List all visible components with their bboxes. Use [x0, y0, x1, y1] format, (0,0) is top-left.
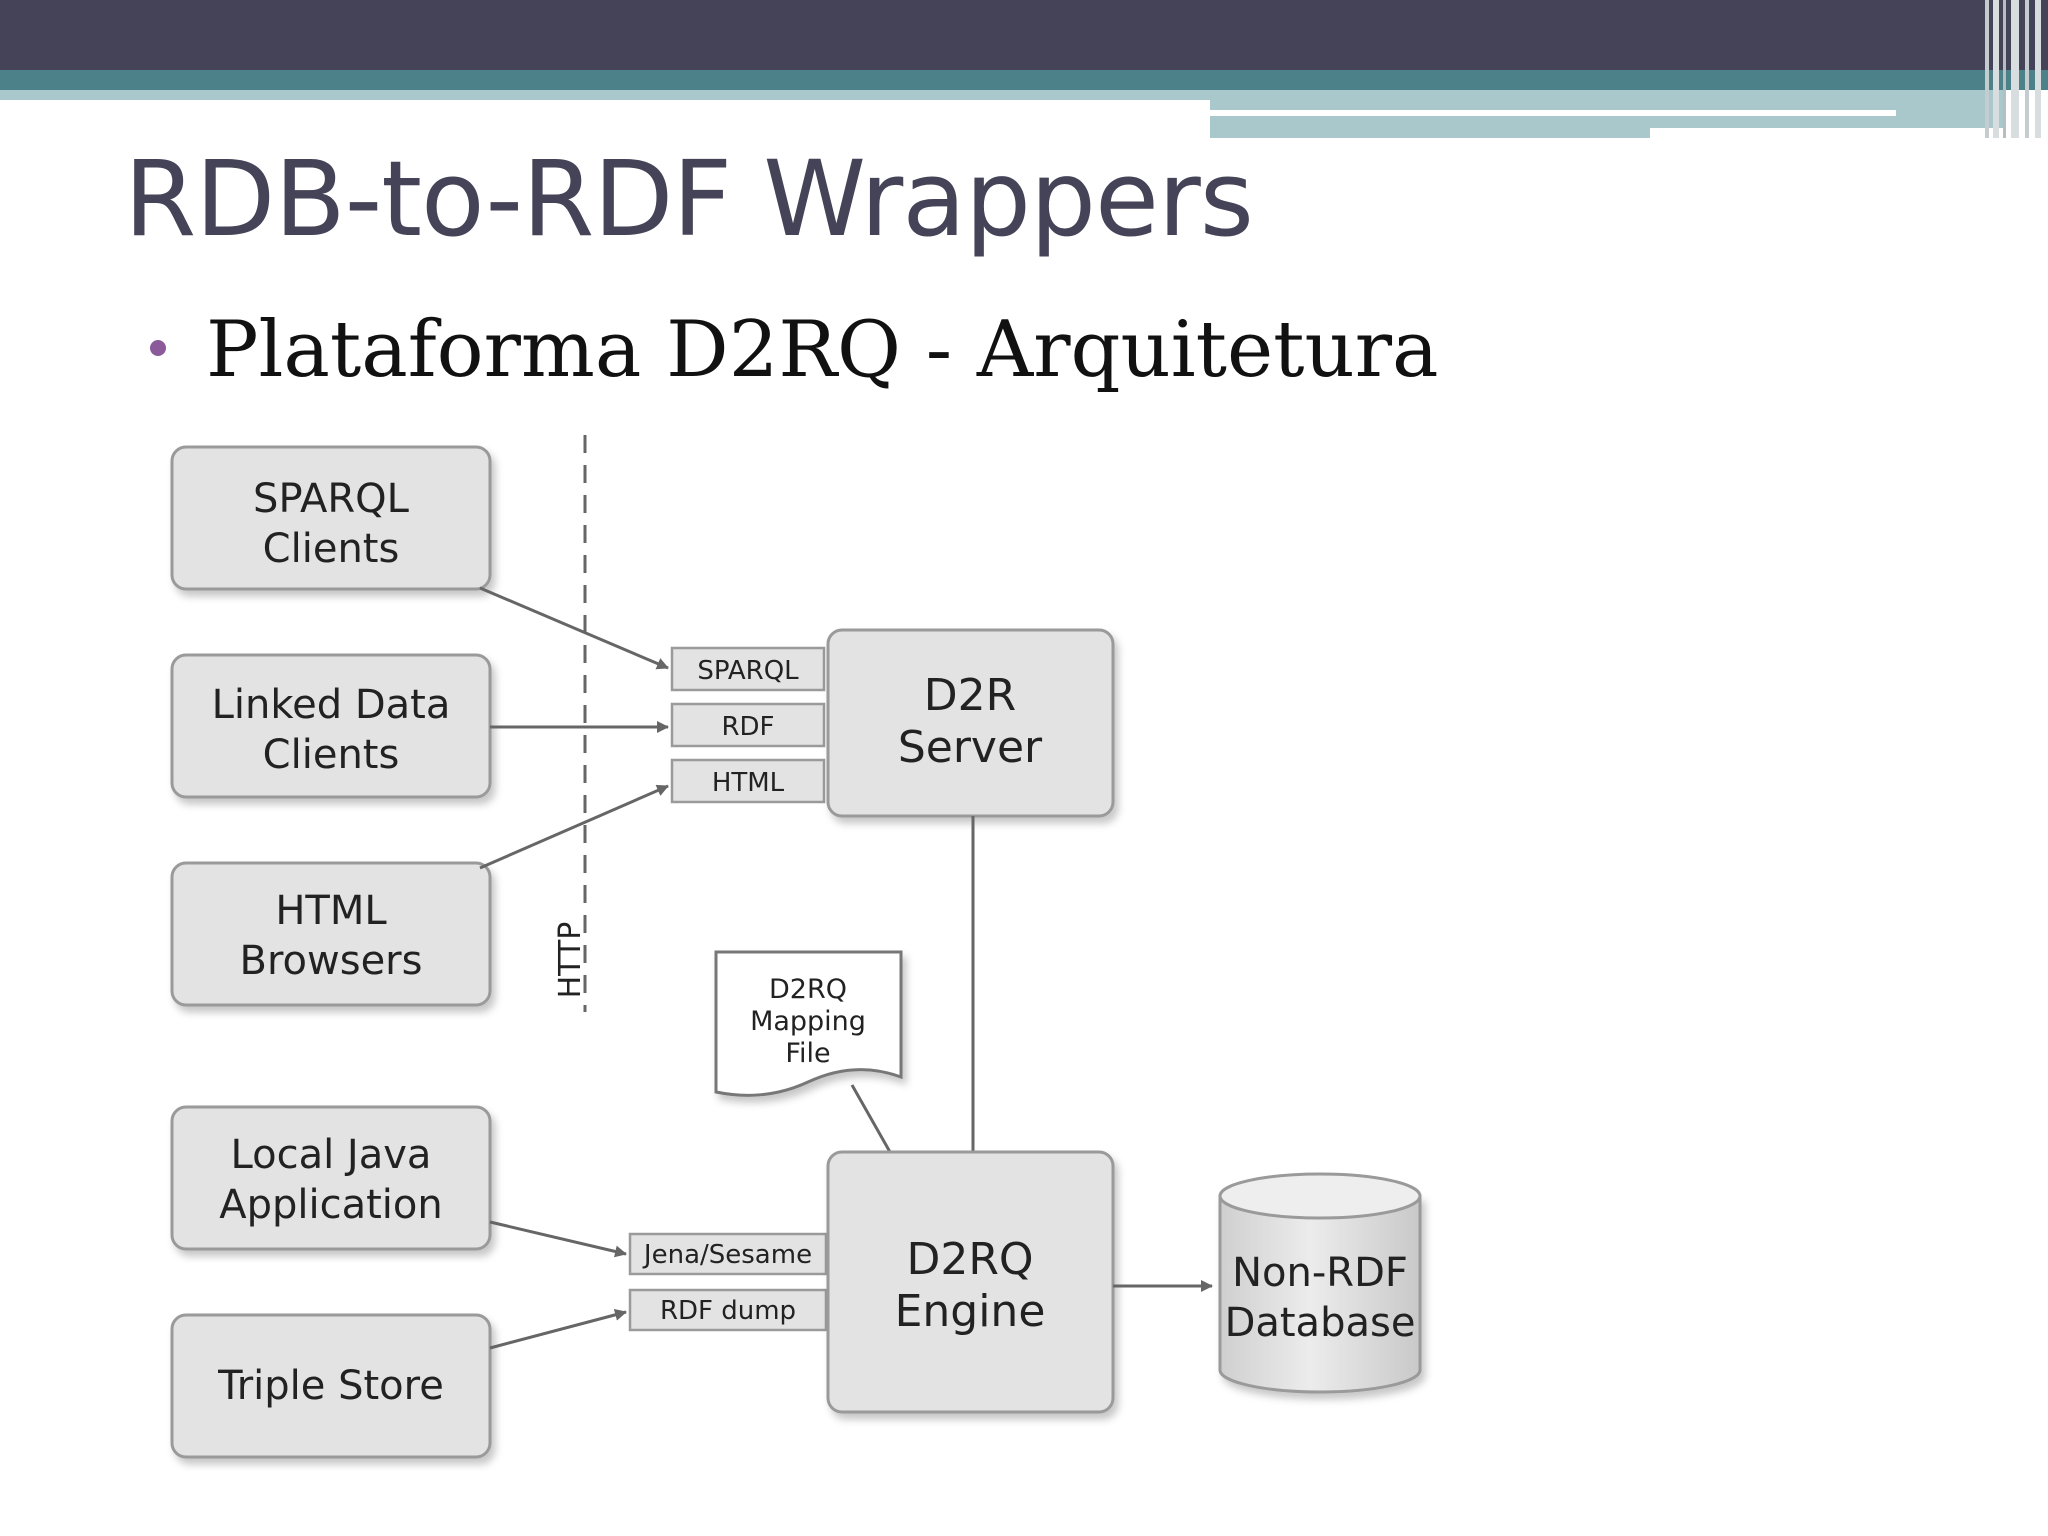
header-tab-line — [1210, 110, 1896, 116]
svg-text:RDF: RDF — [721, 712, 774, 742]
bullet-text: Plataforma D2RQ - Arquitetura — [206, 305, 1439, 395]
client-box-triple-store: Triple Store — [170, 1313, 492, 1459]
client-label-line2: Application — [219, 1182, 443, 1228]
mapping-engine-connector — [850, 1084, 892, 1153]
client-label-line1: HTML — [275, 888, 387, 934]
client-label-line2: Browsers — [240, 938, 423, 984]
engine-label-line1: D2RQ — [906, 1234, 1033, 1285]
http-label: HTTP — [553, 922, 588, 999]
engine-label-line2: Engine — [895, 1286, 1046, 1337]
client-box-html-browsers: HTML Browsers — [170, 861, 492, 1007]
arrow-local-java — [489, 1220, 627, 1258]
client-box-linked-data: Linked Data Clients — [170, 653, 492, 799]
arrow-sparql-clients — [479, 586, 669, 670]
slide-title: RDB-to-RDF Wrappers — [124, 138, 1254, 260]
non-rdf-database-cylinder: Non-RDF Database — [1218, 1172, 1422, 1394]
server-interface-rdf: RDF — [670, 702, 826, 748]
client-box-sparql: SPARQL Clients — [170, 445, 492, 591]
d2r-server-box: D2R Server — [826, 628, 1115, 818]
d2rq-engine-box: D2RQ Engine — [826, 1150, 1115, 1414]
header-light-band — [0, 90, 1210, 100]
mapping-label-line3: File — [785, 1038, 830, 1069]
arrow-triple-store — [489, 1309, 627, 1350]
server-label-line1: D2R — [924, 670, 1016, 721]
database-label-line2: Database — [1225, 1300, 1416, 1346]
server-interface-sparql: SPARQL — [670, 646, 826, 692]
header-dark-bar — [0, 0, 2048, 70]
mapping-label-line2: Mapping — [750, 1006, 866, 1037]
svg-text:SPARQL: SPARQL — [697, 656, 799, 686]
header-tab-notch — [1650, 128, 2005, 142]
client-label-line2: Clients — [263, 732, 400, 778]
mapping-file-document: D2RQ Mapping File — [714, 950, 903, 1097]
bullet-dot — [150, 340, 166, 356]
mapping-label-line1: D2RQ — [769, 974, 847, 1005]
client-label-line1: Linked Data — [212, 682, 451, 728]
client-label-line1: Local Java — [231, 1132, 432, 1178]
header-right-stripes — [1985, 0, 2048, 138]
header-teal-band — [0, 70, 2048, 90]
client-label-line2: Clients — [263, 526, 400, 572]
svg-text:Jena/Sesame: Jena/Sesame — [642, 1240, 812, 1270]
engine-interface-jena-sesame: Jena/Sesame — [628, 1232, 828, 1276]
server-interface-html: HTML — [670, 758, 826, 804]
client-label-line1: SPARQL — [253, 476, 410, 522]
server-label-line2: Server — [898, 722, 1043, 773]
svg-text:RDF dump: RDF dump — [660, 1296, 796, 1326]
database-label-line1: Non-RDF — [1232, 1250, 1408, 1296]
engine-interface-rdf-dump: RDF dump — [628, 1288, 828, 1332]
arrow-html-browsers — [479, 784, 669, 870]
client-box-local-java: Local Java Application — [170, 1105, 492, 1251]
client-label-line1: Triple Store — [217, 1363, 444, 1409]
svg-text:HTML: HTML — [712, 768, 785, 798]
